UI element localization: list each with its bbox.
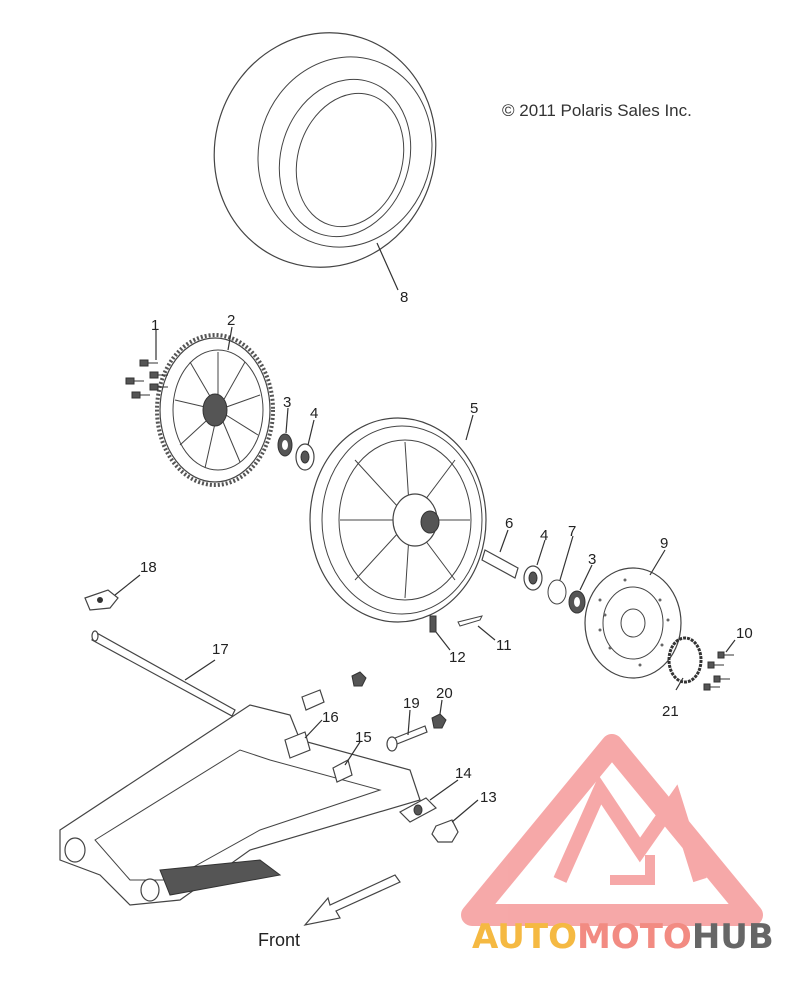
callout-16: 16: [322, 709, 339, 726]
callout-3-left: 3: [283, 394, 291, 411]
callout-12: 12: [449, 649, 466, 666]
brake-disc: [584, 567, 682, 679]
front-arrow: [303, 874, 401, 926]
bolt-19: [386, 725, 428, 752]
front-label: Front: [258, 930, 300, 950]
callout-13: 13: [480, 789, 497, 806]
callout-10: 10: [736, 625, 753, 642]
axle-nut: [431, 819, 459, 843]
axle-spacer: [481, 549, 519, 579]
valve-stem: [429, 615, 437, 633]
watermark-hub: HUB: [692, 917, 774, 957]
drive-pulley: [155, 333, 275, 487]
callout-17: 17: [212, 641, 229, 658]
leader-lines: [114, 242, 736, 823]
callout-numbers: 1 2 3 4 5 6 4 7 3 8 9 10 11 12 13 14 15 …: [140, 289, 753, 806]
callout-18: 18: [140, 559, 157, 576]
disc-bolts: [703, 651, 734, 691]
callout-1: 1: [151, 317, 159, 334]
watermark-auto: AUTO: [472, 917, 577, 957]
right-bearing-set: [523, 565, 586, 614]
callout-21: 21: [662, 703, 679, 720]
bushing-16b: [284, 731, 311, 759]
abs-tone-ring: [667, 636, 703, 684]
callout-8: 8: [400, 289, 408, 306]
callout-4-right: 4: [540, 527, 548, 544]
bushing-15: [332, 759, 353, 783]
callout-19: 19: [403, 695, 420, 712]
adjuster-plate: [399, 797, 437, 823]
watermark-text: AUTOMOTOHUB: [472, 917, 774, 957]
watermark-moto: MOTO: [577, 917, 692, 957]
balance-weight: [457, 615, 483, 627]
nut-20: [431, 713, 447, 729]
nut-upper: [351, 671, 367, 687]
axle-adjuster: [84, 589, 119, 611]
callout-7: 7: [568, 523, 576, 540]
rear-wheel: [309, 417, 487, 623]
copyright-text: © 2011 Polaris Sales Inc.: [502, 101, 692, 120]
callout-9: 9: [660, 535, 668, 552]
watermark-logo: [461, 734, 763, 926]
callout-15: 15: [355, 729, 372, 746]
callout-14: 14: [455, 765, 472, 782]
callout-2: 2: [227, 312, 235, 329]
callout-11: 11: [496, 637, 512, 654]
tire: [213, 32, 437, 268]
rear-axle: [91, 630, 236, 717]
swingarm: [59, 704, 421, 906]
callout-6: 6: [505, 515, 513, 532]
callout-4-left: 4: [310, 405, 318, 422]
callout-20: 20: [436, 685, 453, 702]
left-seal-bearing: [277, 433, 315, 471]
pulley-bolts: [125, 359, 168, 399]
callout-3-right: 3: [588, 551, 596, 568]
callout-5: 5: [470, 400, 478, 417]
bushing-16a: [301, 689, 325, 711]
